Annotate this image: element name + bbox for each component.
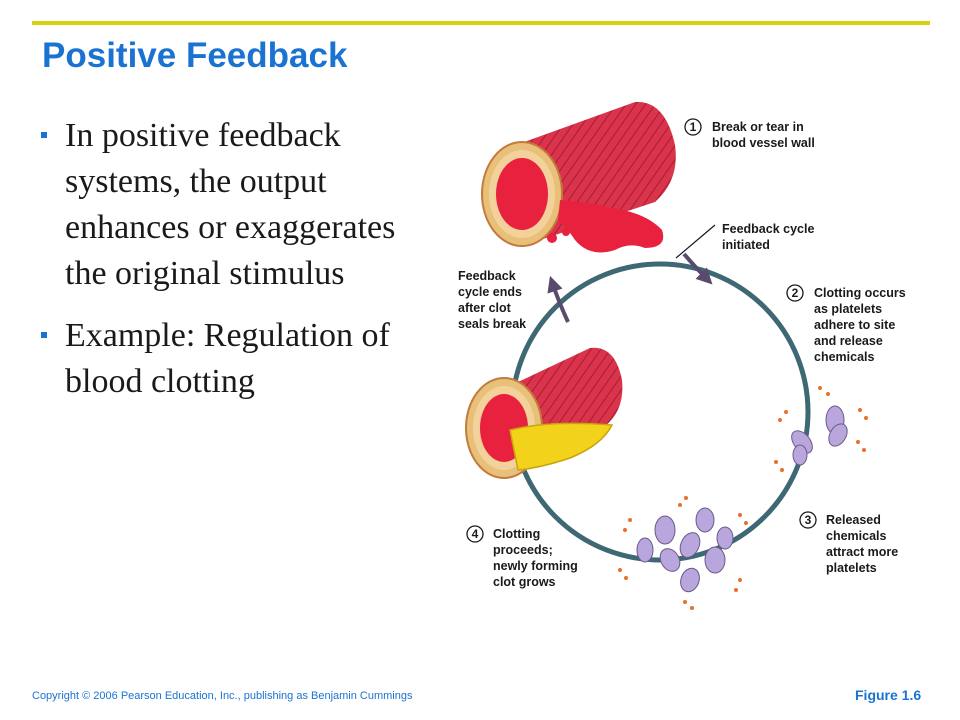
cycle-initiated-label: Feedback cycle initiated — [722, 222, 818, 252]
cycle-start-arrow — [682, 252, 713, 285]
initiated-leader-line — [675, 224, 716, 259]
copyright-notice: Copyright © 2006 Pearson Education, Inc.… — [32, 690, 413, 702]
step-4-marker — [466, 525, 484, 543]
title-rule — [32, 21, 930, 25]
step-1-number: 1 — [690, 120, 697, 134]
step-3-marker — [799, 511, 817, 529]
cycle-ends-label: Feedback cycle ends after clot seals bre… — [458, 269, 526, 331]
step-2-marker — [786, 284, 804, 302]
platelets-small-cluster — [774, 386, 868, 472]
step-4-number: 4 — [472, 527, 479, 541]
bullet-item: In positive feedback systems, the output… — [40, 113, 410, 297]
bullet-list: In positive feedback systems, the output… — [40, 113, 410, 421]
bullet-text: In positive feedback systems, the output… — [65, 117, 396, 292]
step-4-label: Clotting proceeds; newly forming clot gr… — [493, 527, 581, 589]
cycle-end-arrow — [547, 275, 570, 323]
slide-title: Positive Feedback — [42, 36, 348, 75]
figure-number: Figure 1.6 — [855, 687, 922, 703]
square-bullet-icon — [41, 132, 47, 138]
step-3-label: Released chemicals attract more platelet… — [826, 513, 902, 575]
torn-vessel-illustration — [481, 101, 676, 253]
step-2-number: 2 — [792, 286, 799, 300]
clotting-feedback-diagram: 1 Break or tear in blood vessel wall Fee… — [458, 101, 909, 610]
bullet-item: Example: Regulation of blood clotting — [40, 313, 410, 405]
platelets-large-cluster — [618, 496, 748, 610]
step-1-marker — [684, 118, 702, 136]
step-3-number: 3 — [805, 513, 812, 527]
square-bullet-icon — [41, 332, 47, 338]
step-1-label: Break or tear in blood vessel wall — [712, 120, 815, 150]
clotted-vessel-illustration — [465, 347, 623, 479]
step-2-label: Clotting occurs as platelets adhere to s… — [814, 286, 909, 364]
bullet-text: Example: Regulation of blood clotting — [65, 317, 390, 400]
